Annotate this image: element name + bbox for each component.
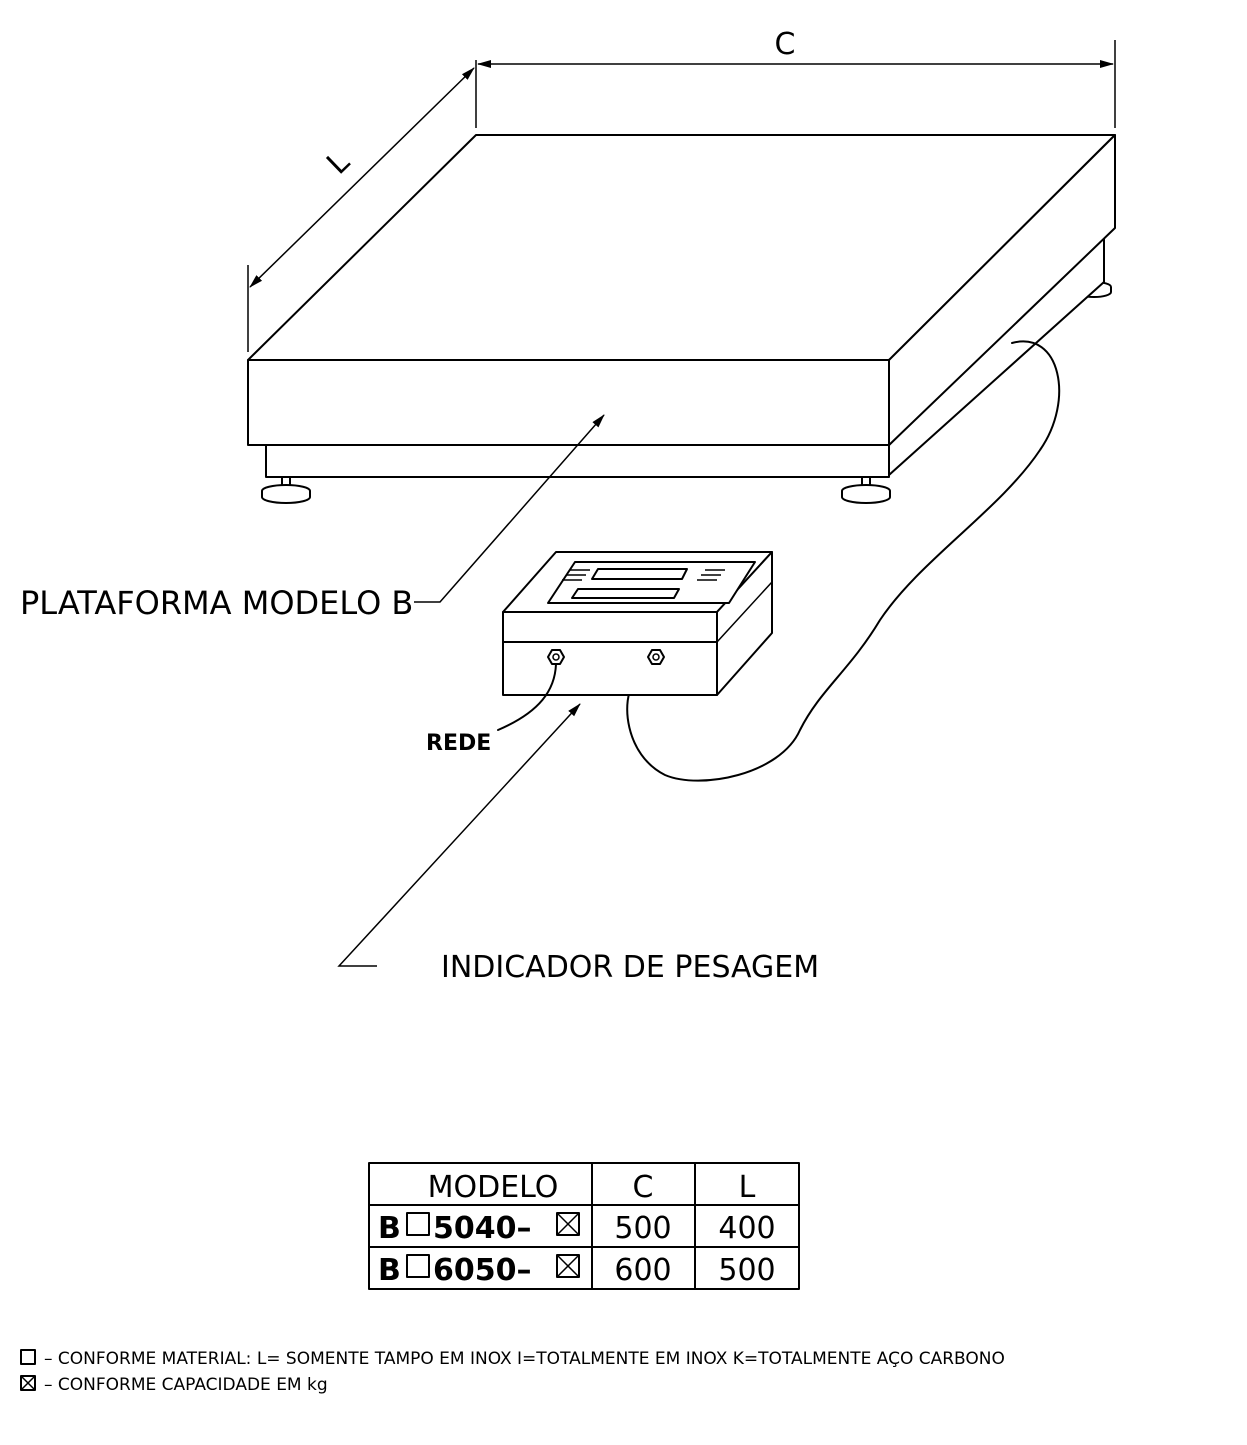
dimension-c — [475, 40, 1116, 128]
table-header-model: MODELO — [428, 1170, 559, 1205]
indicator-keys-right — [697, 569, 725, 581]
power-cable — [497, 663, 557, 731]
indicator-side — [716, 551, 773, 696]
platform-foot-front-left — [261, 476, 311, 504]
indicator-label: INDICADOR DE PESAGEM — [441, 950, 819, 985]
material-box-icon — [406, 1254, 430, 1278]
capacity-box-icon — [556, 1212, 580, 1236]
table-cell-c: 500 — [614, 1211, 671, 1246]
table-cell-model: 5040– — [433, 1211, 532, 1246]
indicator-keys-left — [562, 569, 590, 581]
indicator-display-window — [591, 568, 688, 580]
platform-foot-front-right — [841, 476, 891, 504]
weighing-indicator — [502, 551, 773, 696]
material-box-icon — [406, 1212, 430, 1236]
empty-box-icon — [20, 1349, 36, 1365]
note-capacity-text: – CONFORME CAPACIDADE EM kg — [44, 1375, 328, 1395]
note-material-text: – CONFORME MATERIAL: L= SOMENTE TAMPO EM… — [44, 1349, 1005, 1369]
table-row: B 5040– 500 400 — [378, 1211, 776, 1246]
platform-label: PLATAFORMA MODELO B — [20, 584, 413, 622]
dimension-l — [247, 67, 475, 352]
platform-base-front — [265, 444, 890, 478]
mains-label: REDE — [426, 731, 491, 756]
platform-cable — [626, 340, 1061, 782]
table-row: B 6050– 600 500 — [378, 1253, 776, 1288]
platform-top-side-edge — [888, 134, 1116, 446]
table-header-c: C — [633, 1170, 654, 1205]
dimension-c-label: C — [775, 27, 796, 62]
dimension-l-label: L — [320, 145, 357, 182]
crossed-box-icon — [20, 1375, 36, 1391]
model-table: MODELO C L B 5040– 500 400 B 6050– — [368, 1162, 800, 1290]
table-cell-l: 400 — [718, 1211, 775, 1246]
note-material: – CONFORME MATERIAL: L= SOMENTE TAMPO EM… — [20, 1349, 1005, 1369]
table-cell-l: 500 — [718, 1253, 775, 1288]
leader-platform — [414, 414, 605, 603]
capacity-box-icon — [556, 1254, 580, 1278]
indicator-label-window — [571, 588, 680, 599]
note-capacity: – CONFORME CAPACIDADE EM kg — [20, 1375, 328, 1395]
indicator-front-upper — [502, 611, 718, 643]
platform-scale — [247, 134, 1116, 504]
connector-power-icon — [547, 649, 565, 665]
connector-load-cell-icon — [647, 649, 665, 665]
table-cell-prefix: B — [378, 1253, 401, 1288]
indicator-front-lower — [502, 641, 718, 696]
platform-top-front-edge — [247, 359, 890, 446]
leader-indicator — [337, 703, 581, 967]
table-header-l: L — [739, 1170, 756, 1205]
table-cell-model: 6050– — [433, 1253, 532, 1288]
table-cell-prefix: B — [378, 1211, 401, 1246]
table-cell-c: 600 — [614, 1253, 671, 1288]
